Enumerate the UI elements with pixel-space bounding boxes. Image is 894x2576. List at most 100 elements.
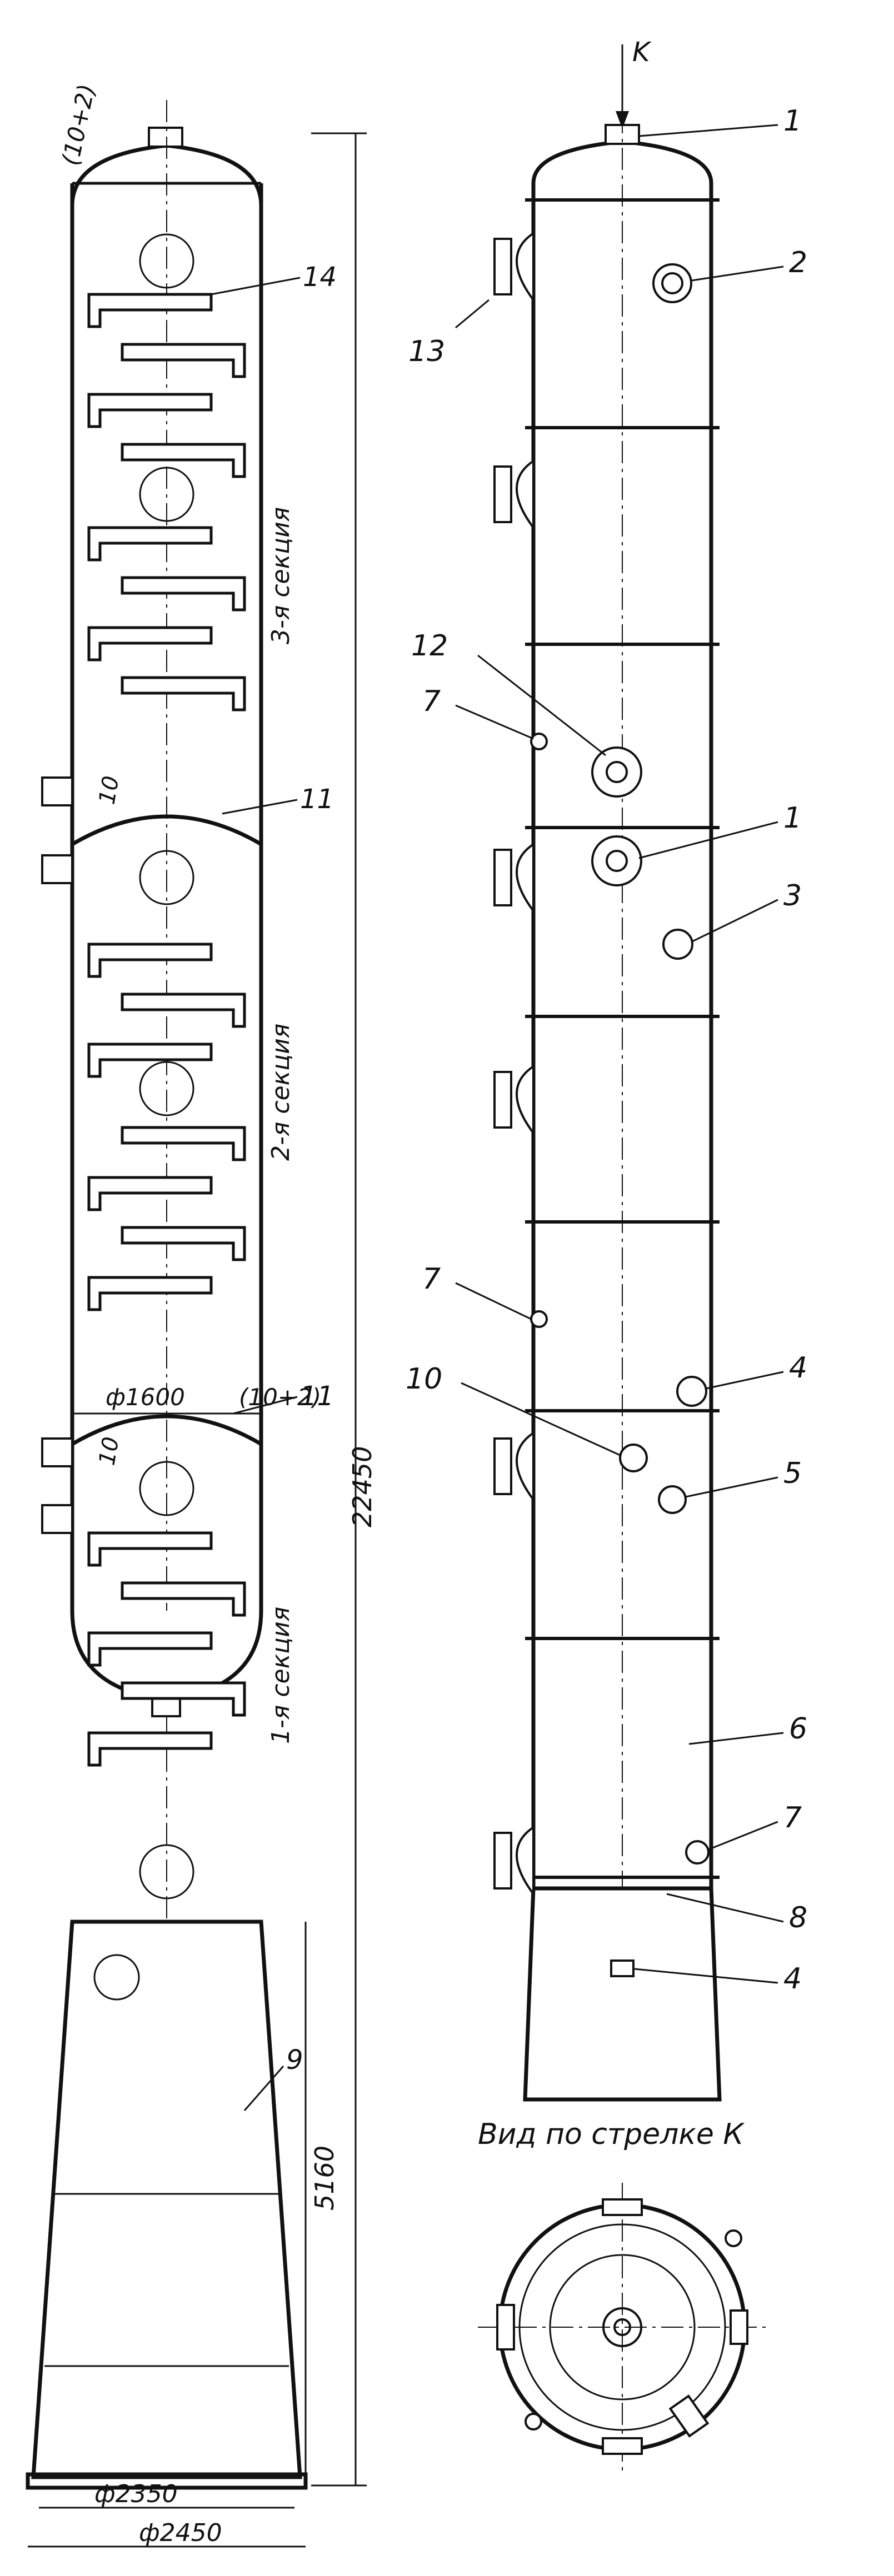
tray [87, 1631, 213, 1667]
leader-3 [692, 899, 778, 943]
skirt [31, 1920, 302, 2479]
leader-7b [455, 1282, 532, 1320]
tray [121, 443, 246, 478]
tray [121, 676, 246, 711]
tray [87, 526, 213, 562]
tray [121, 1126, 246, 1161]
plan-small-nozzle [525, 2413, 542, 2430]
trays-section-3 [87, 233, 246, 711]
trays-section-2 [87, 850, 246, 1311]
section-label-2: 2-я секция [267, 1024, 295, 1161]
manway-flange [493, 465, 512, 523]
section-label-3: 3-я секция [267, 507, 295, 644]
plan-head [549, 2254, 696, 2400]
trays-section-1 [87, 1461, 246, 1900]
manway-cover [516, 1431, 535, 1503]
manway-flange [493, 1832, 512, 1890]
manway-flange [493, 238, 512, 295]
manway-covers [493, 231, 535, 1898]
head-section-2-1 [71, 1414, 262, 1446]
left-column-section-view: 22450 5160 ф1600 (10+2) (10+2) ф2350 ф24… [26, 82, 377, 2548]
tray [121, 343, 246, 378]
tray [87, 293, 213, 328]
skirt-support [26, 1920, 308, 2490]
nozzle-4a [676, 1376, 707, 1407]
leader-1b [638, 821, 778, 859]
dim-diameter-base-outer: ф2450 [139, 2519, 222, 2547]
section-label-1: 1-я секция [267, 1607, 295, 1744]
nozzle-10 [619, 1444, 648, 1472]
ext-skirt [523, 1886, 722, 2102]
plan-nozzle-left [496, 2304, 515, 2351]
callout-5: 5 [783, 1457, 802, 1490]
manhole [139, 1844, 194, 1900]
dim-top-gap: (10+2) [57, 82, 101, 168]
plan-view-k [478, 2183, 767, 2472]
plan-nozzle-right [730, 2309, 748, 2345]
manway-cover [516, 459, 535, 532]
dim-height-skirt: 5160 [309, 2146, 339, 2211]
leader-4b [634, 1968, 778, 1984]
head-section-3-2 [71, 814, 262, 846]
manway-flange [493, 1071, 512, 1129]
callout-4a: 4 [789, 1351, 807, 1385]
side-nozzle [41, 1504, 73, 1534]
side-nozzle [41, 776, 73, 806]
nozzle-5 [658, 1485, 687, 1514]
leader-5 [685, 1476, 778, 1498]
dim-height-total: 22450 [347, 1446, 377, 1527]
side-nozzle [41, 1437, 73, 1467]
leader-1a [638, 124, 778, 137]
leader-13 [455, 299, 490, 329]
tray [121, 1681, 246, 1717]
manhole [139, 1461, 194, 1516]
manway-cover [516, 842, 535, 915]
callout-14: 14 [303, 262, 337, 293]
tray [87, 626, 213, 661]
manhole-label-top: 10 [94, 774, 124, 806]
callout-1b: 1 [783, 801, 802, 835]
tray [87, 1043, 213, 1078]
leader-11a [222, 799, 298, 815]
manhole [139, 1061, 194, 1116]
plan-nozzle-bottom [602, 2437, 643, 2455]
nozzle-1b-bore [606, 850, 628, 872]
view-title: Вид по стрелке К [478, 2118, 745, 2151]
leader-6 [688, 1732, 784, 1745]
tray [121, 1581, 246, 1617]
manhole [139, 467, 194, 522]
plan-nozzle-top [602, 2198, 643, 2216]
manway-flange [493, 1437, 512, 1495]
tray [87, 1531, 213, 1567]
leader-7c [708, 1821, 778, 1851]
manway-cover [516, 1825, 535, 1898]
nozzle-7a [530, 733, 548, 750]
leader-2 [691, 265, 784, 282]
right-column-exterior-view: K [406, 37, 807, 2472]
callout-1a: 1 [783, 104, 802, 138]
callout-7b: 7 [422, 1262, 441, 1296]
leader-9 [243, 2066, 284, 2111]
callout-2: 2 [789, 246, 807, 279]
manhole [139, 233, 194, 289]
manway-cover [516, 231, 535, 304]
callout-13: 13 [408, 335, 445, 368]
leader-10 [461, 1382, 621, 1456]
callout-12: 12 [411, 629, 448, 663]
tray [87, 1176, 213, 1211]
tray [87, 393, 213, 428]
tray [87, 1731, 213, 1767]
leader-8 [666, 1893, 784, 1923]
callout-6: 6 [789, 1712, 807, 1746]
callout-9: 9 [286, 2044, 303, 2076]
plan-nozzle-diag [668, 2394, 710, 2438]
callout-4b: 4 [783, 1962, 802, 1996]
dim-diameter-shell: ф1600 [106, 1384, 185, 1411]
callout-8: 8 [789, 1901, 807, 1934]
nozzle-4b [610, 1959, 635, 1977]
nozzle-7c [685, 1840, 710, 1865]
nozzle-3 [662, 929, 693, 960]
dim-diameter-base-inner: ф2350 [94, 2480, 178, 2508]
leader-12 [477, 654, 606, 756]
